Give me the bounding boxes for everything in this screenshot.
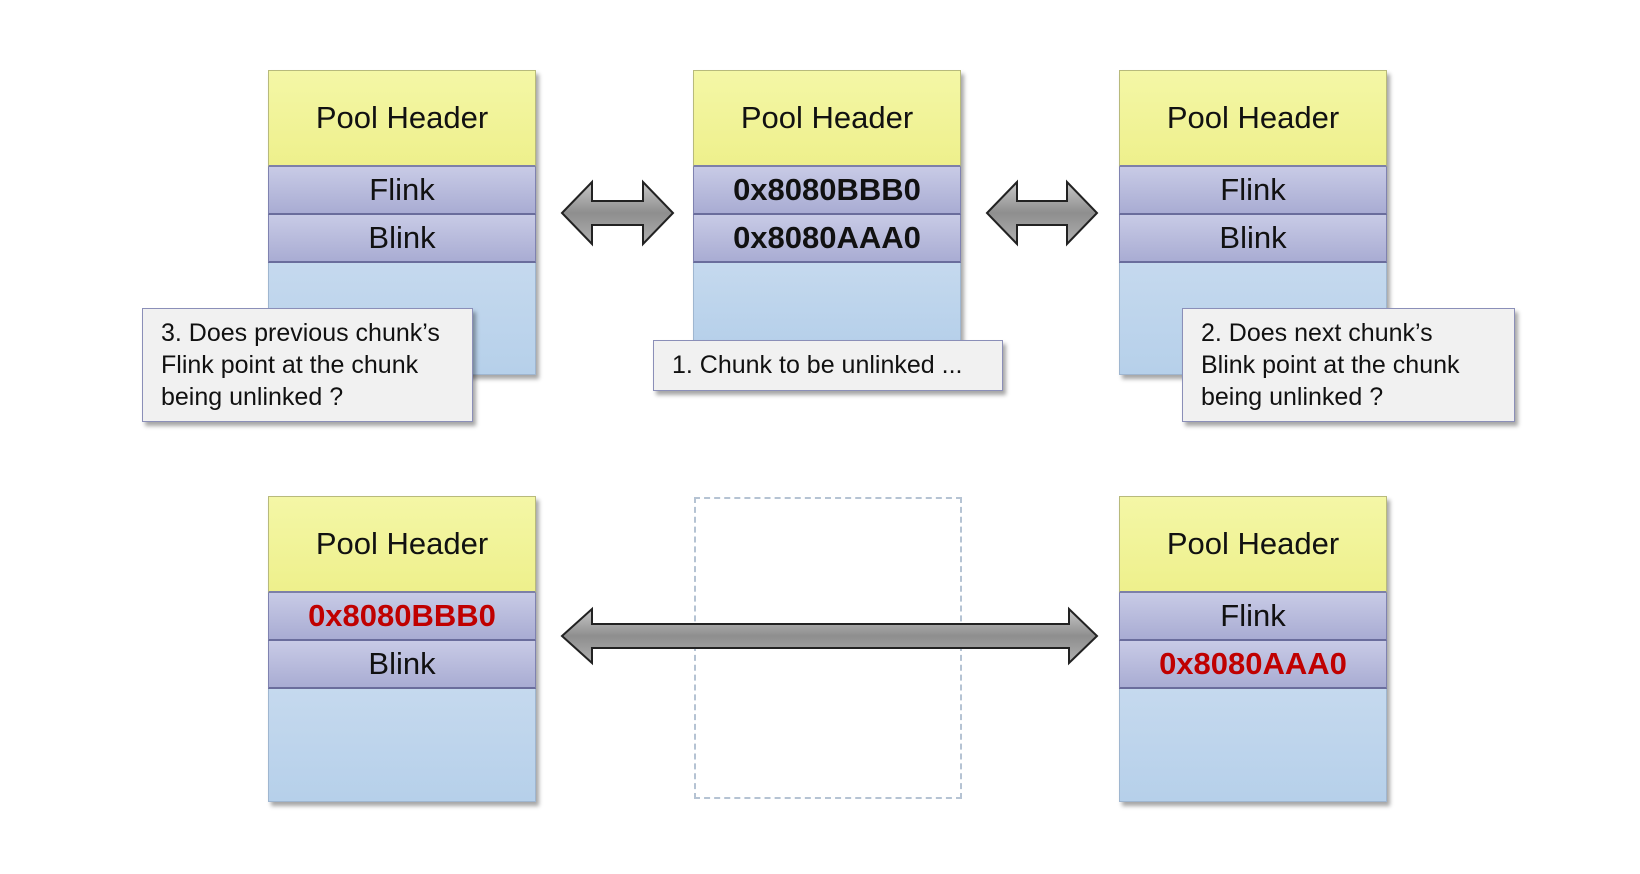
- note-line: 1. Chunk to be unlinked ...: [672, 351, 963, 379]
- note-chunk-to-unlink: 1. Chunk to be unlinked ...: [653, 340, 1003, 391]
- double-arrow-icon: [560, 606, 1099, 666]
- flink-field: Flink: [1119, 167, 1387, 215]
- chunk-top-center: Pool Header 0x8080BBB0 0x8080AAA0: [693, 70, 961, 344]
- pool-header: Pool Header: [693, 70, 961, 167]
- note-next-chunk-check: 2. Does next chunk’s Blink point at the …: [1182, 308, 1515, 422]
- chunk-bottom-left: Pool Header 0x8080BBB0 Blink: [268, 496, 536, 802]
- chunk-body: [693, 263, 961, 344]
- blink-field: 0x8080AAA0: [693, 215, 961, 263]
- pool-header: Pool Header: [1119, 70, 1387, 167]
- blink-field: Blink: [1119, 215, 1387, 263]
- flink-field: Flink: [268, 167, 536, 215]
- note-line: being unlinked ?: [161, 383, 344, 411]
- chunk-bottom-right: Pool Header Flink 0x8080AAA0: [1119, 496, 1387, 802]
- pool-header: Pool Header: [268, 496, 536, 593]
- blink-field: Blink: [268, 215, 536, 263]
- note-line: 2. Does next chunk’s: [1201, 319, 1433, 347]
- note-line: Blink point at the chunk: [1201, 351, 1460, 379]
- note-line: Flink point at the chunk: [161, 351, 419, 379]
- blink-field: 0x8080AAA0: [1119, 641, 1387, 689]
- double-arrow-icon: [560, 179, 675, 247]
- note-previous-chunk-check: 3. Does previous chunk’s Flink point at …: [142, 308, 473, 422]
- double-arrow-icon: [985, 179, 1099, 247]
- flink-field: 0x8080BBB0: [268, 593, 536, 641]
- flink-field: Flink: [1119, 593, 1387, 641]
- blink-field: Blink: [268, 641, 536, 689]
- chunk-body: [1119, 689, 1387, 802]
- chunk-body: [268, 689, 536, 802]
- flink-field: 0x8080BBB0: [693, 167, 961, 215]
- note-line: 3. Does previous chunk’s: [161, 319, 440, 347]
- pool-header: Pool Header: [268, 70, 536, 167]
- pool-header: Pool Header: [1119, 496, 1387, 593]
- note-line: being unlinked ?: [1201, 383, 1384, 411]
